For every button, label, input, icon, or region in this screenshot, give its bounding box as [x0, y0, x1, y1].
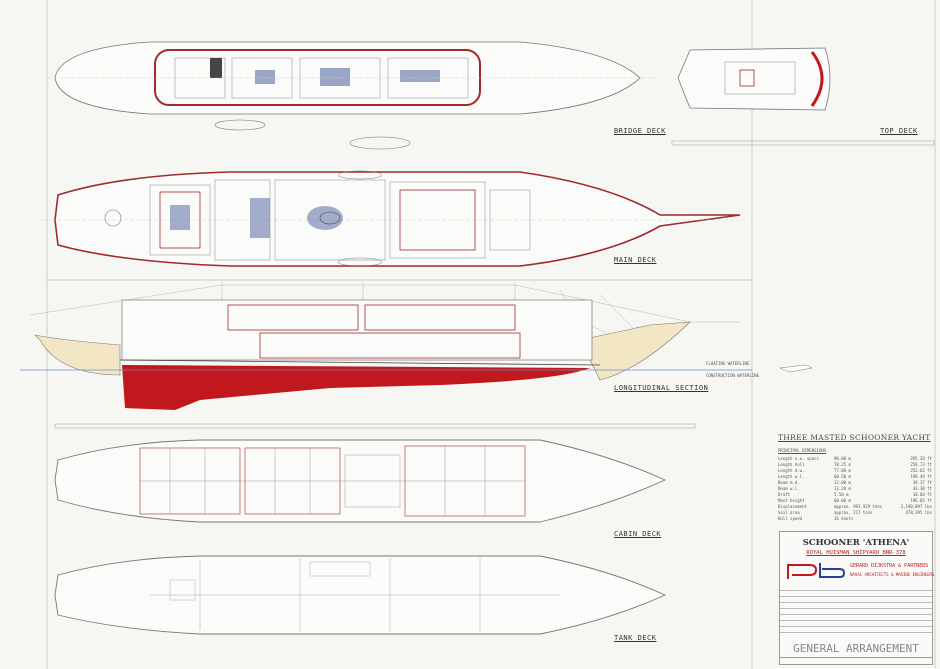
main-deck-plan	[40, 170, 745, 267]
main-deck-label: MAIN DECK	[614, 256, 657, 264]
spec-metric: 16 knots	[834, 516, 854, 521]
firm-subtitle: NAVAL ARCHITECTS & MARINE ENGINEERS	[850, 572, 935, 577]
spec-row: Displacement approx. 992.929 tons 2,190,09…	[778, 504, 934, 510]
spec-name: Beam w.l.	[778, 486, 800, 491]
spec-imperial	[888, 516, 932, 522]
spec-name: Draft	[778, 492, 791, 497]
revision-table	[780, 590, 932, 638]
spec-name: Length d.w.	[778, 468, 805, 473]
tank-deck-plan	[54, 555, 667, 635]
spec-imperial: 478,395 lbs	[905, 510, 933, 515]
spec-metric: 90.00 m	[834, 456, 851, 461]
frame-ruler-top	[54, 140, 935, 429]
title-block: SCHOONER 'ATHENA' ROYAL HUISMAN SHIPYARD…	[779, 531, 935, 665]
spec-row: Hull speed 16 knots	[778, 516, 934, 522]
spec-metric: 77.00 m	[834, 468, 851, 473]
spec-metric: approx. 217 tons	[834, 510, 873, 515]
spec-row: Mast height 60.00 m 196.85 ft	[778, 498, 934, 504]
cabin-deck-plan	[54, 439, 667, 523]
longitudinal-section-label: LONGITUDINAL SECTION	[614, 384, 709, 392]
top-deck-label: TOP DECK	[880, 127, 918, 135]
spec-metric: 13.20 m	[834, 486, 851, 491]
top-deck-plan	[677, 47, 831, 111]
spec-row: Draft 5.50 m 18.04 ft	[778, 492, 934, 498]
spec-name: Hull speed	[778, 516, 803, 521]
vessel-name: SCHOONER 'ATHENA'	[802, 538, 910, 548]
spec-row: Length o.a. spars 90.00 m 295.28 ft	[778, 456, 934, 462]
spec-row: Length w.l. 60.50 m 198.49 ft	[778, 474, 934, 480]
shipyard-name: ROYAL HUISMAN SHIPYARD BNR-378	[806, 550, 906, 556]
spec-name: Displacement	[778, 504, 807, 509]
spec-imperial: 18.04 ft	[912, 492, 932, 497]
spec-name: Length w.l.	[778, 474, 805, 479]
floating-waterline-label: FLOATING WATERLINE	[706, 361, 750, 366]
construction-waterline-label: CONSTRUCTION WATERLINE	[706, 373, 759, 378]
spec-imperial: 252.62 ft	[910, 468, 932, 473]
spec-row: Length d.w. 77.00 m 252.62 ft	[778, 468, 934, 474]
firm-name: GERARD DIJKSTRA & PARTNERS	[850, 563, 929, 569]
spec-name: Length o.a. spars	[778, 456, 819, 461]
spec-subtitle: PRINCIPAL DIMENSIONS	[778, 448, 827, 453]
bridge-deck-plan	[47, 41, 660, 150]
spec-metric: approx. 992.929 tons	[834, 504, 883, 509]
spec-imperial: 43.30 ft	[912, 486, 932, 491]
tank-deck-label: TANK DECK	[614, 634, 657, 642]
spec-row: Length hull 78.25 m 256.73 ft	[778, 462, 934, 468]
bridge-deck-label: BRIDGE DECK	[614, 127, 666, 135]
spec-name: Length hull	[778, 462, 805, 467]
spec-name: Beam m.d.	[778, 480, 800, 485]
spec-row: Beam w.l. 13.20 m 43.30 ft	[778, 486, 934, 492]
drawing-title: GENERAL ARRANGEMENT	[793, 642, 919, 655]
spec-name: Mast height	[778, 498, 805, 503]
spec-imperial: 2,190,097 lbs	[900, 504, 932, 509]
spec-title: THREE MASTED SCHOONER YACHT	[778, 433, 931, 442]
spec-imperial: 196.85 ft	[910, 498, 932, 503]
spec-metric: 12.00 m	[834, 480, 851, 485]
spec-metric: 60.50 m	[834, 474, 851, 479]
spec-imperial: 295.28 ft	[910, 456, 932, 461]
spec-row: Beam m.d. 12.00 m 39.37 ft	[778, 480, 934, 486]
cabin-deck-label: CABIN DECK	[614, 530, 662, 538]
spec-metric: 5.50 m	[834, 492, 849, 497]
copyright-strip	[780, 657, 932, 664]
sheet-frame	[46, 0, 936, 669]
spec-row: Sail area approx. 217 tons 478,395 lbs	[778, 510, 934, 516]
principal-dimensions: THREE MASTED SCHOONER YACHT PRINCIPAL DI…	[778, 433, 934, 522]
pb-logo	[787, 563, 846, 579]
spec-metric: 78.25 m	[834, 462, 851, 467]
spec-metric: 60.00 m	[834, 498, 851, 503]
spec-name: Sail area	[778, 510, 800, 515]
spec-imperial: 39.37 ft	[912, 480, 932, 485]
spec-imperial: 256.73 ft	[910, 462, 932, 467]
longitudinal-section	[20, 282, 813, 410]
spec-imperial: 198.49 ft	[910, 474, 932, 479]
